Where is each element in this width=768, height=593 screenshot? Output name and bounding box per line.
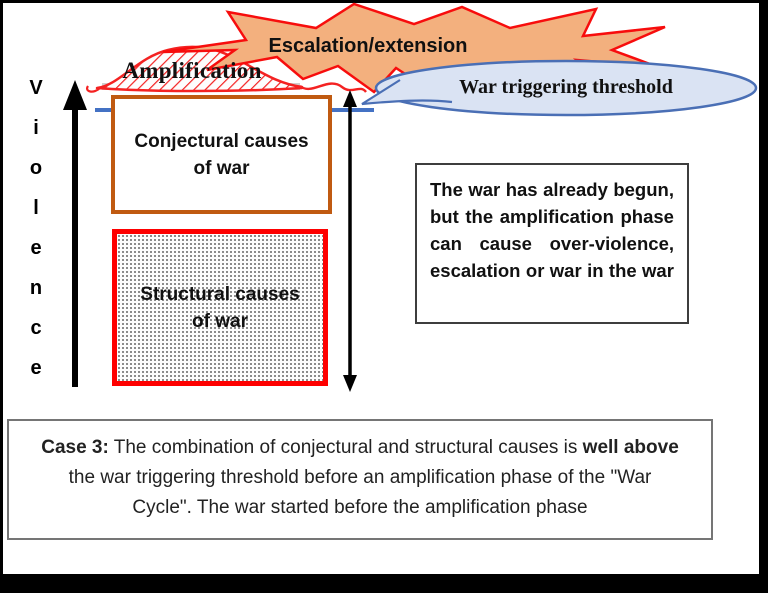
amplification-label: Amplification [122,58,262,83]
conjectural-causes-box: Conjectural causes of war [111,95,332,214]
caption-line: the war triggering threshold before an a… [68,467,652,488]
war-triggering-threshold-label: War triggering threshold [459,76,673,98]
caption-line: Cycle". The war started before the ampli… [132,497,588,518]
axis-letter: V [29,77,43,99]
case3-caption-box: Case 3: The combination of conjectural a… [7,419,713,540]
structural-causes-box: Structural causes of war [112,229,328,386]
caption-line: Case 3: The combination of conjectural a… [41,437,679,458]
axis-letter: e [30,357,42,379]
axis-letter: c [30,317,42,339]
axis-letter: l [33,197,39,219]
axis-letter: o [29,157,43,179]
axis-letter: i [33,117,39,139]
slide-shadow-right [762,0,768,593]
conjectural-causes-text: Conjectural causes of war [134,130,309,179]
axis-letter: e [30,237,42,259]
slide-shadow-bottom [0,577,768,593]
structural-causes-text: Structural causes of war [140,283,300,332]
axis-letter: n [29,277,43,299]
escalation-extension-label: Escalation/extension [268,35,468,57]
